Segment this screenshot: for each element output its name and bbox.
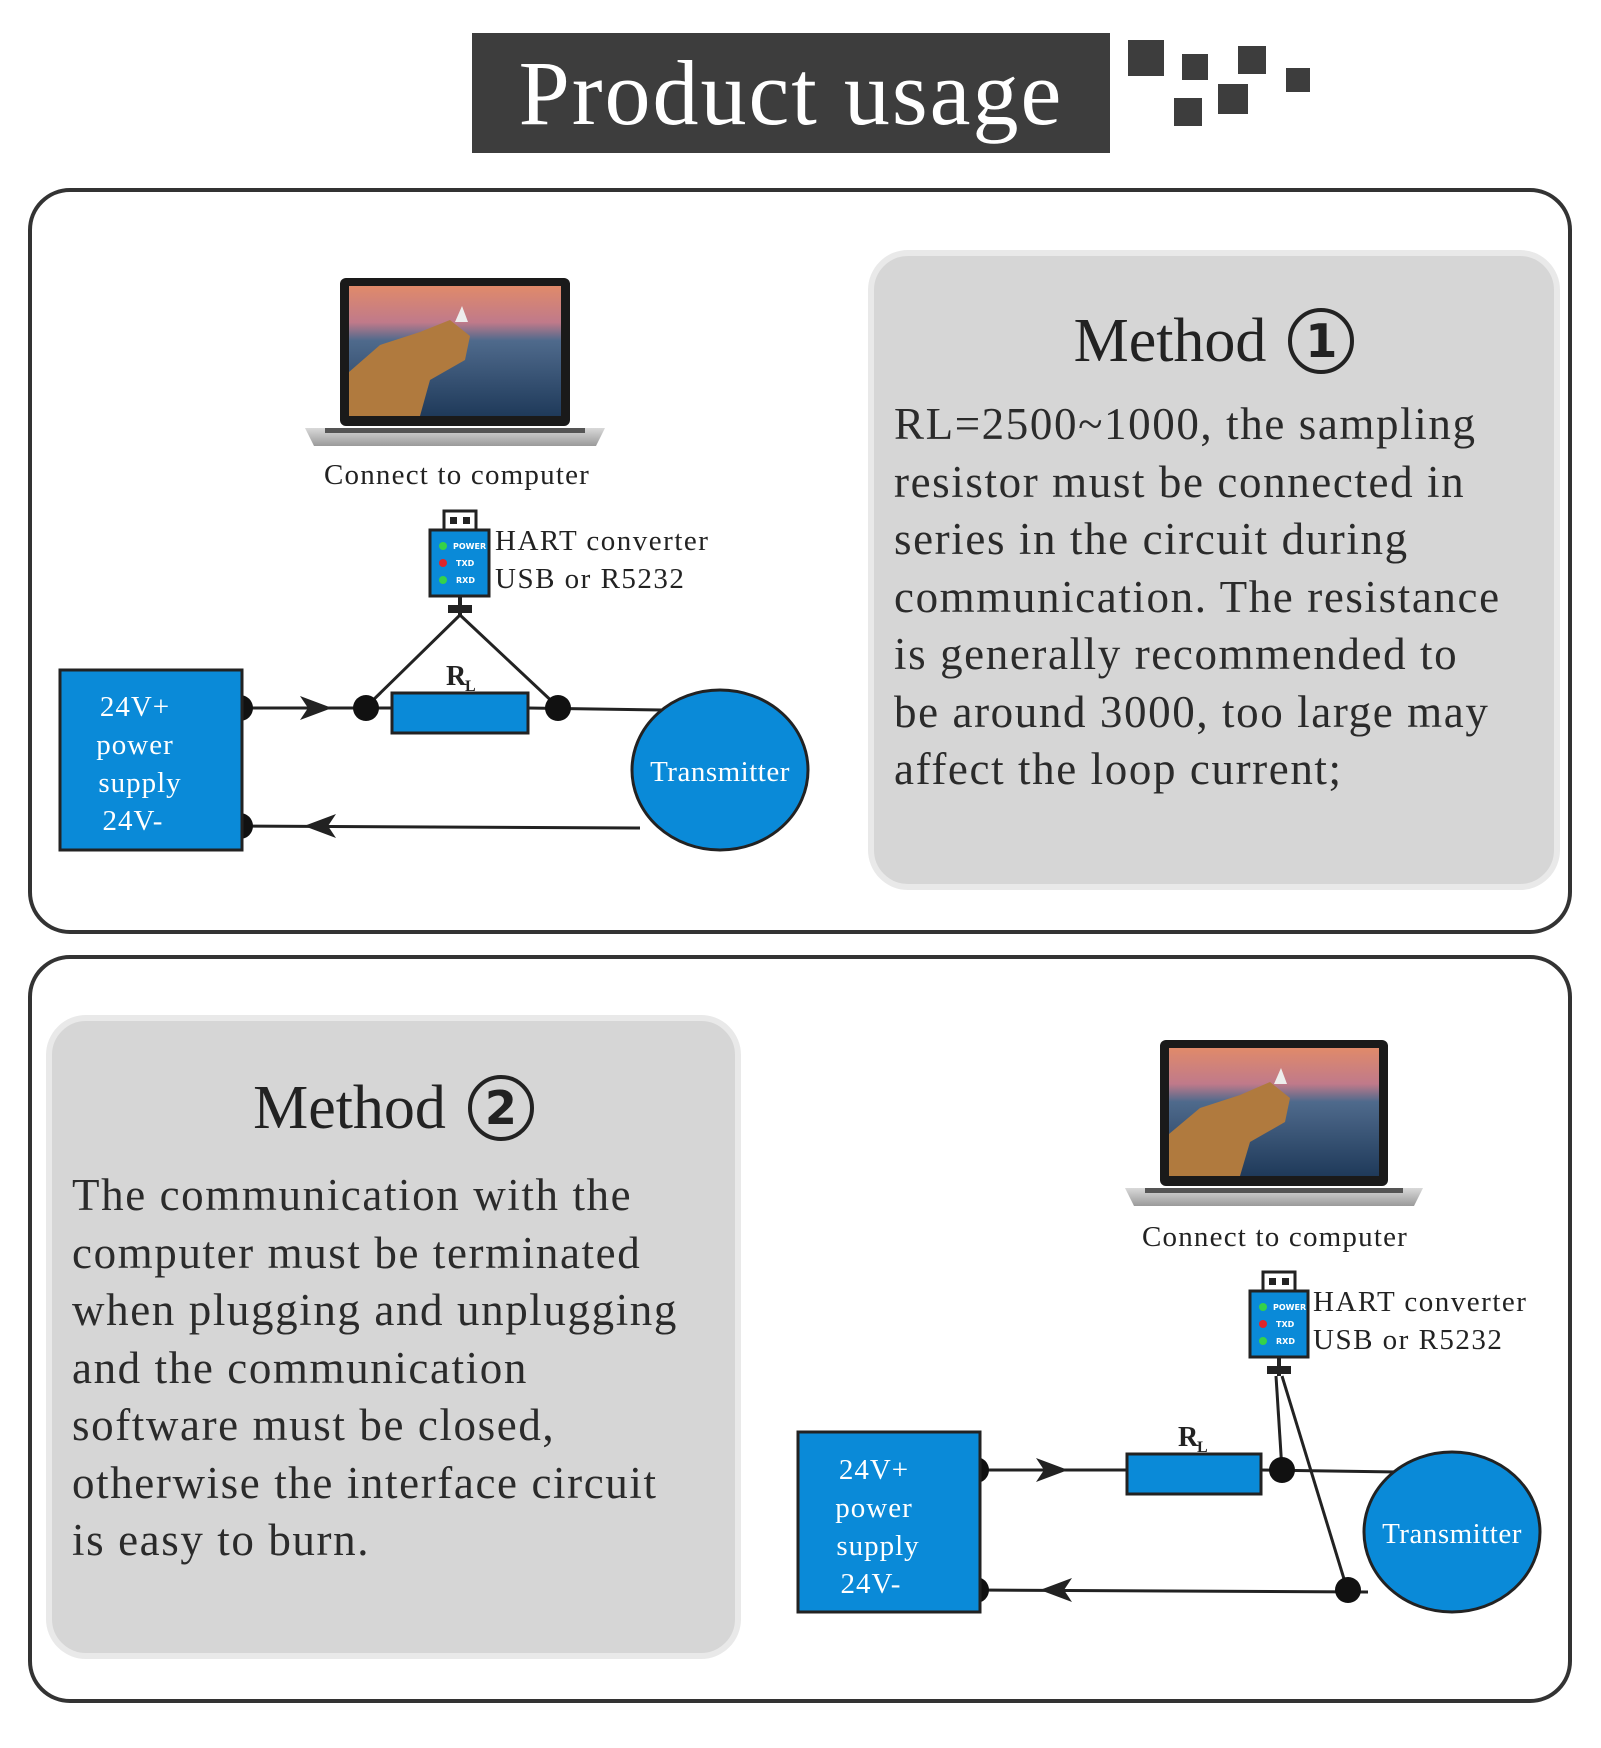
decorative-square — [1286, 68, 1310, 92]
supply-label-line3: supply — [98, 767, 181, 799]
converter-label-line1: HART converter — [495, 525, 709, 557]
resistor-label-sub: L — [465, 678, 476, 695]
supply-label-line1: 24V+ — [839, 1454, 909, 1486]
resistor-label: R — [446, 661, 467, 692]
arrow-left-icon — [1040, 1578, 1072, 1602]
converter-wire-right — [458, 613, 560, 709]
diagram-2: Connect to computer POWER TXD RXD HART c… — [796, 1040, 1542, 1614]
method-1-heading: Method 1 — [874, 306, 1554, 380]
page-title-text: Product usage — [518, 42, 1064, 144]
converter-label-line2: USB or R5232 — [495, 563, 685, 595]
computer-label: Connect to computer — [1142, 1221, 1408, 1253]
led-rxd-label: RXD — [1276, 1337, 1295, 1346]
method-2-text-box: Method 2 The communication with the compu… — [46, 1015, 741, 1659]
supply-label-line4: 24V- — [841, 1568, 902, 1600]
junction-dot — [1335, 1577, 1361, 1603]
arrow-left-icon — [304, 814, 336, 838]
diagram-1: Connect to computer POWER TXD RXD HART c… — [58, 278, 810, 852]
junction-dot — [353, 695, 379, 721]
method-2-title: Method — [253, 1074, 446, 1142]
laptop-icon — [1125, 1040, 1423, 1206]
junction-dot — [545, 695, 571, 721]
method-1-number: 1 — [1288, 307, 1355, 374]
page-title: Product usage — [472, 33, 1110, 153]
return-wire — [975, 1588, 1369, 1594]
transmitter-label: Transmitter — [1382, 1518, 1522, 1550]
arrow-right-icon — [1036, 1458, 1068, 1482]
decorative-square — [1182, 54, 1208, 80]
power-supply-box — [58, 668, 244, 852]
laptop-icon — [305, 278, 605, 446]
method-1-title: Method — [1073, 307, 1267, 375]
transmitter-circle — [630, 688, 810, 852]
converter-label-line1: HART converter — [1313, 1286, 1527, 1318]
decorative-square — [1128, 40, 1164, 76]
method-2-heading: Method 2 — [52, 1073, 735, 1147]
converter-wire-right — [1280, 1375, 1350, 1593]
transmitter-label: Transmitter — [650, 756, 790, 788]
led-txd-label: TXD — [456, 559, 475, 568]
resistor-rl — [1125, 1452, 1263, 1496]
converter-wire-left — [364, 613, 462, 709]
supply-label-line3: supply — [836, 1530, 919, 1562]
transmitter-circle — [1362, 1450, 1542, 1614]
arrow-right-icon — [300, 696, 332, 720]
hart-converter-icon: POWER TXD RXD — [428, 509, 491, 615]
junction-dot — [1269, 1457, 1295, 1483]
resistor-label-sub: L — [1197, 1439, 1208, 1456]
led-power-label: POWER — [453, 542, 486, 551]
method-2-number: 2 — [467, 1074, 534, 1141]
decorative-square — [1174, 98, 1202, 126]
method-2-description: The communication with the computer must… — [72, 1170, 679, 1565]
decorative-square — [1238, 46, 1266, 74]
method-1-description: RL=2500~1000, the sampling resistor must… — [894, 399, 1501, 794]
resistor-label: R — [1178, 1422, 1199, 1453]
led-txd-label: TXD — [1276, 1320, 1295, 1329]
supply-label-line2: power — [835, 1492, 912, 1524]
resistor-rl — [390, 691, 530, 735]
return-wire — [239, 824, 641, 830]
decorative-square — [1218, 84, 1248, 114]
supply-label-line1: 24V+ — [100, 691, 170, 723]
method-1-text-box: Method 1 RL=2500~1000, the sampling resis… — [868, 250, 1560, 890]
power-supply-box — [796, 1430, 982, 1614]
supply-label-line4: 24V- — [103, 805, 164, 837]
hart-converter-icon: POWER TXD RXD — [1248, 1270, 1310, 1376]
led-power-label: POWER — [1273, 1303, 1306, 1312]
led-rxd-label: RXD — [456, 576, 475, 585]
computer-label: Connect to computer — [324, 459, 590, 491]
converter-label-line2: USB or R5232 — [1313, 1324, 1503, 1356]
converter-wire-left — [1274, 1375, 1284, 1471]
supply-label-line2: power — [96, 729, 173, 761]
